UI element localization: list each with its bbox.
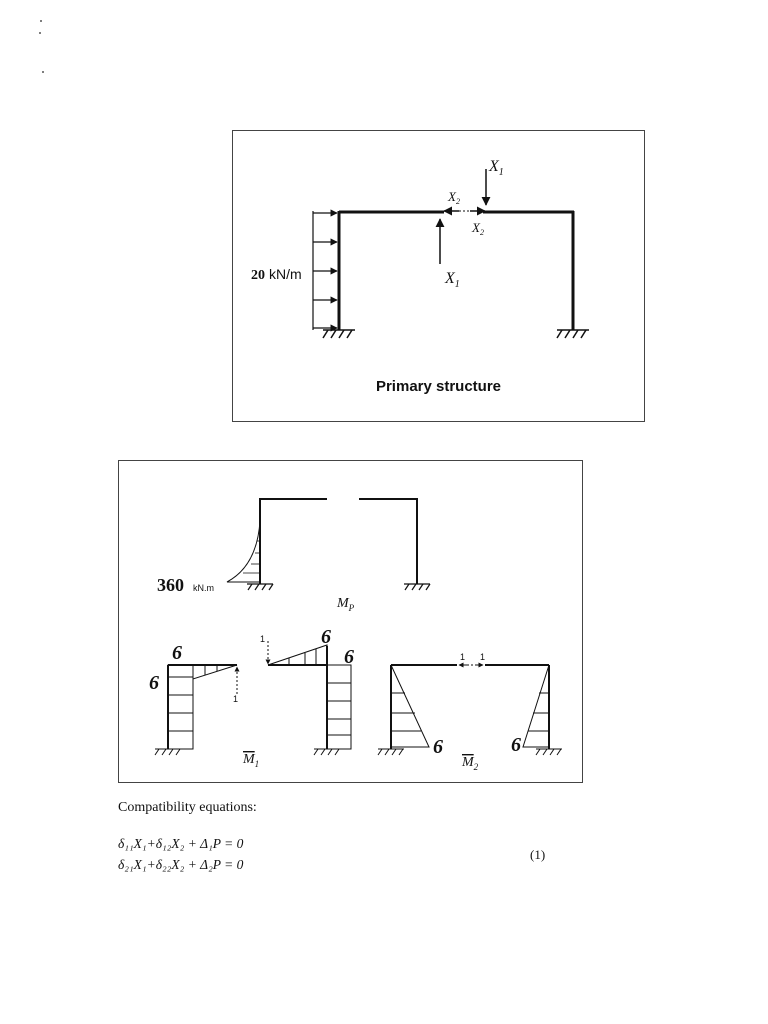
frame — [337, 210, 575, 330]
redundant-arrows — [435, 169, 491, 264]
x1-label-bottom: X1 — [444, 270, 460, 290]
fixed-support-right — [556, 329, 589, 339]
m1-value-top-left: 6 — [172, 642, 182, 664]
m1-unit-load-left: 1 — [233, 694, 238, 704]
scan-speck — [40, 20, 42, 22]
m1-value-top-right: 6 — [321, 626, 331, 648]
primary-structure-figure: 20 kN/m X1 X1 X2 X2 Primary structure — [232, 130, 645, 422]
x2-label-right: X2 — [471, 220, 484, 237]
mp-unit: kN.m — [193, 583, 214, 593]
scan-speck — [42, 71, 44, 73]
compatibility-heading: Compatibility equations: — [118, 800, 257, 815]
m2-label: M2 — [461, 755, 479, 772]
moment-diagrams: 360 kN.m MP 6 6 1 — [149, 498, 562, 772]
mp-label: MP — [336, 596, 355, 613]
figure-caption: Primary structure — [375, 378, 502, 395]
scan-speck — [39, 32, 41, 34]
equation-number: (1) — [530, 847, 546, 862]
m1-value-side-right: 6 — [344, 646, 354, 668]
m2-diagram — [377, 662, 562, 756]
x1-label-top: X1 — [488, 158, 504, 178]
m1-value-side-left: 6 — [149, 672, 159, 694]
m2-value-right: 6 — [511, 734, 521, 756]
fixed-support-left — [322, 329, 355, 339]
mp-frame — [259, 498, 418, 584]
m2-frame — [390, 664, 550, 749]
mp-hatching — [243, 540, 260, 574]
m2-value-left: 6 — [433, 736, 443, 758]
x2-label-left: X2 — [447, 189, 460, 206]
m1-right-frame — [268, 646, 328, 749]
equation-2: δ₂₁X₁+δ₂₂X₂ + Δ₂P = 0 — [118, 857, 244, 872]
m1-label: M1 — [242, 752, 259, 769]
mp-moment-curve — [226, 520, 261, 583]
m1-left-diagram — [154, 664, 240, 756]
distributed-load — [312, 209, 338, 332]
load-value: 20 — [251, 268, 265, 283]
mp-supports — [247, 583, 431, 591]
equation-1: δ₁₁X₁+δ₁₂X₂ + Δ₁P = 0 — [118, 836, 244, 851]
load-unit: kN/m — [269, 266, 302, 282]
mp-value: 360 — [157, 575, 184, 595]
m2-unit-load-right: 1 — [480, 652, 485, 662]
m1-unit-load-right: 1 — [260, 634, 265, 644]
m2-unit-load-left: 1 — [460, 652, 465, 662]
primary-structure-diagram: 20 kN/m X1 X1 X2 X2 — [251, 158, 589, 339]
m1-left-frame — [167, 664, 237, 749]
moment-diagrams-figure: 360 kN.m MP 6 6 1 — [118, 460, 583, 783]
m1-right-diagram — [265, 641, 352, 756]
